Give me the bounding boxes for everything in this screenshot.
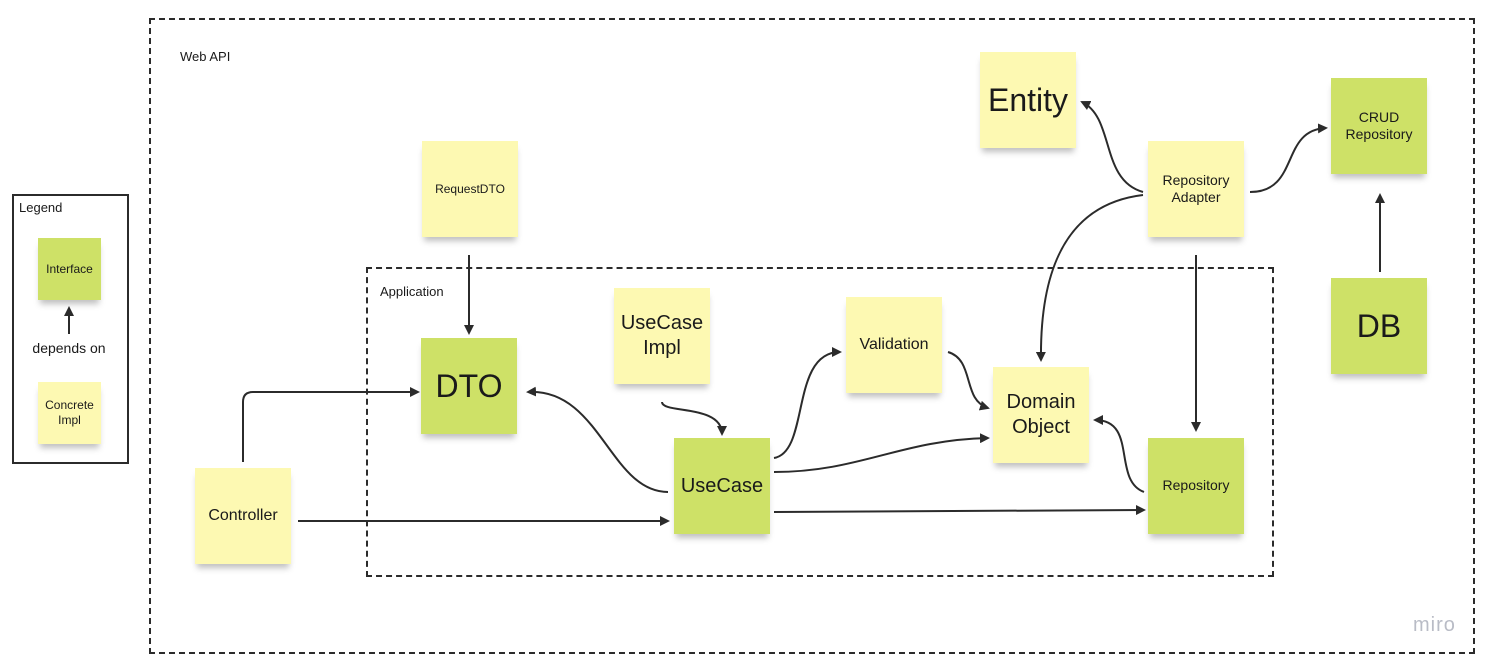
legend-interface-label: Interface [46, 261, 93, 276]
legend-concrete-note[interactable]: Concrete Impl [38, 382, 101, 444]
request-dto-note[interactable]: RequestDTO [422, 141, 518, 237]
usecase-impl-note[interactable]: UseCase Impl [614, 288, 710, 384]
crud-repository-label: CRUD Repository [1345, 108, 1413, 143]
dto-note[interactable]: DTO [421, 338, 517, 434]
usecase-label: UseCase [680, 474, 764, 497]
entity-note[interactable]: Entity [980, 52, 1076, 148]
controller-label: Controller [208, 507, 278, 524]
dto-label: DTO [435, 368, 503, 404]
domain-object-note[interactable]: Domain Object [993, 367, 1089, 463]
usecase-note[interactable]: UseCase [674, 438, 770, 534]
request-dto-label: RequestDTO [435, 181, 505, 196]
application-frame-label: Application [380, 284, 444, 299]
db-note[interactable]: DB [1331, 278, 1427, 374]
miro-watermark: miro [1413, 614, 1456, 636]
repository-adapter-label: Repository Adapter [1162, 171, 1230, 206]
legend-interface-note[interactable]: Interface [38, 238, 101, 300]
db-label: DB [1356, 308, 1402, 344]
crud-repository-note[interactable]: CRUD Repository [1331, 78, 1427, 174]
domain-object-label: Domain Object [1006, 391, 1076, 438]
legend-caption: depends on [28, 340, 110, 356]
repository-label: Repository [1162, 477, 1230, 494]
controller-note[interactable]: Controller [195, 468, 291, 564]
repository-adapter-note[interactable]: Repository Adapter [1148, 141, 1244, 237]
web-api-frame-label: Web API [180, 49, 231, 64]
legend-frame [12, 194, 129, 464]
validation-label: Validation [859, 336, 929, 353]
entity-label: Entity [987, 82, 1069, 118]
legend-concrete-label: Concrete Impl [45, 398, 94, 427]
legend-frame-label: Legend [19, 200, 63, 215]
validation-note[interactable]: Validation [846, 297, 942, 393]
web-api-frame [149, 18, 1475, 654]
usecase-impl-label: UseCase Impl [620, 312, 704, 359]
repository-note[interactable]: Repository [1148, 438, 1244, 534]
